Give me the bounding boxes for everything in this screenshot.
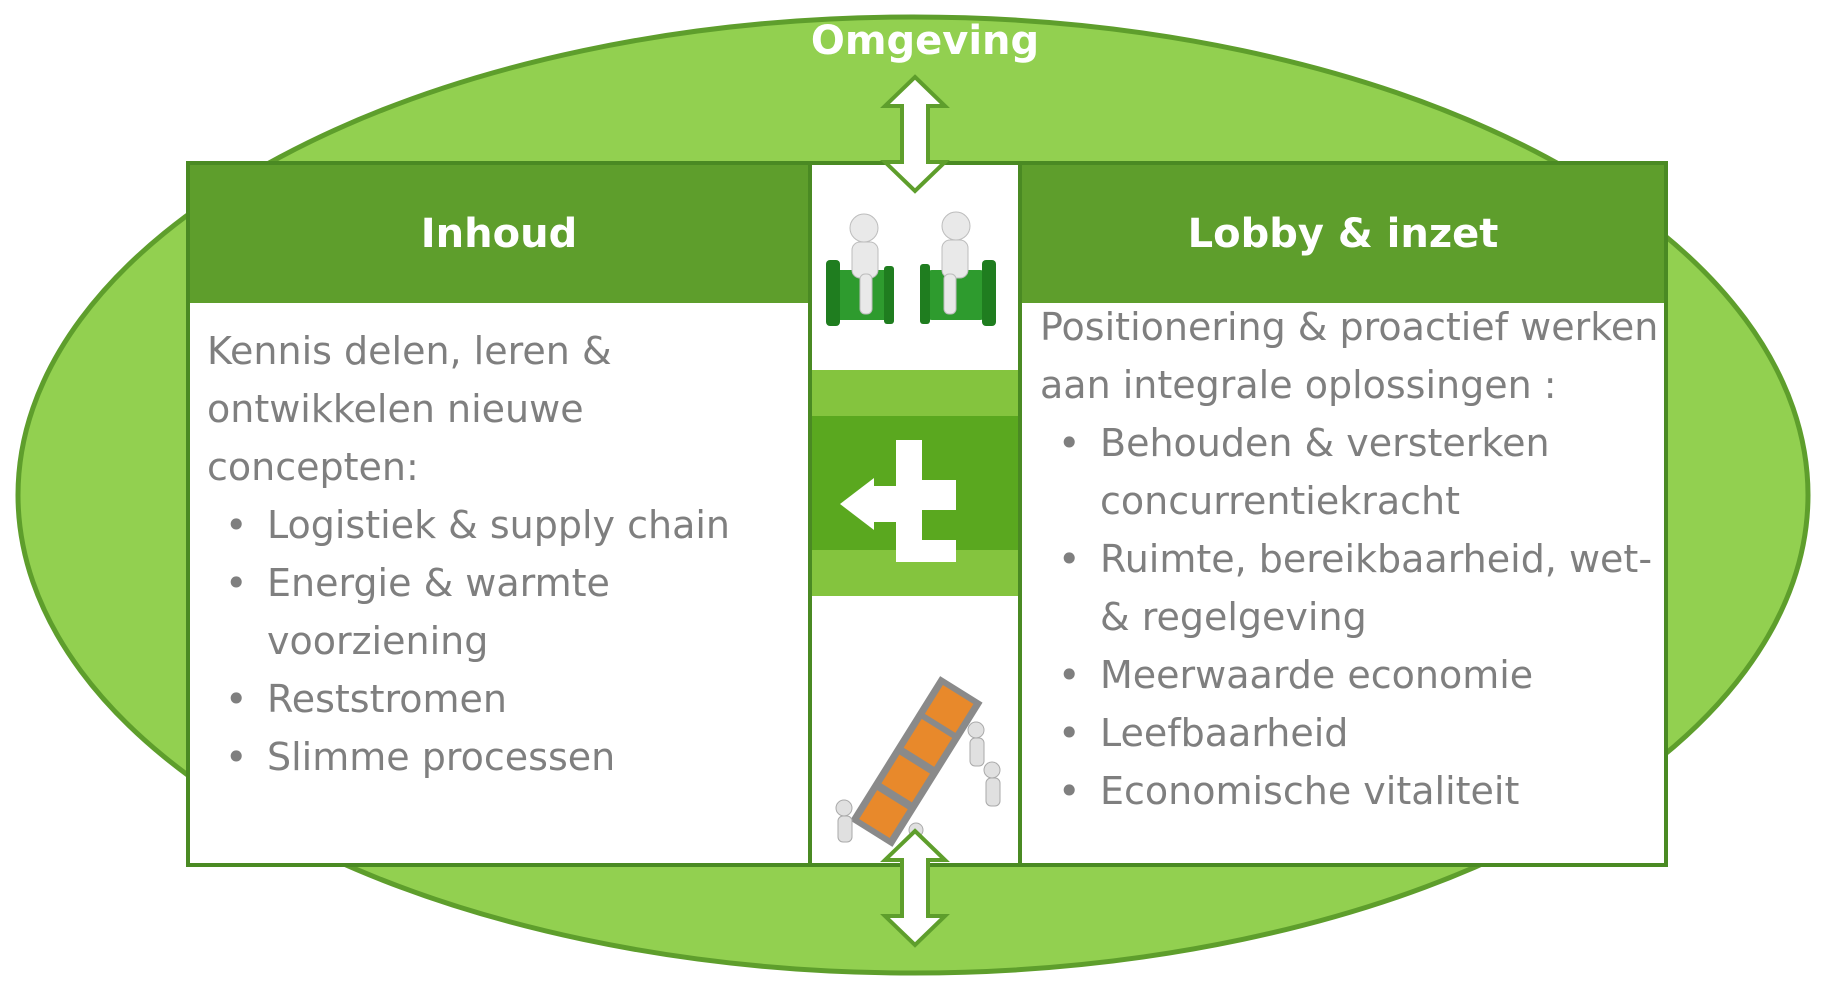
- list-item: •Meerwaarde economie: [1040, 646, 1660, 704]
- list-item: •Reststromen: [207, 670, 787, 728]
- environment-label: Omgeving: [810, 18, 1040, 64]
- bottom-double-arrow: [880, 828, 950, 948]
- left-panel-list: •Logistiek & supply chain •Energie & war…: [207, 496, 787, 786]
- right-panel-body: Positionering & proactief werken aan int…: [1040, 298, 1660, 820]
- bullet-icon: •: [225, 561, 248, 605]
- left-divider: [808, 165, 812, 863]
- bullet-icon: •: [1058, 653, 1081, 697]
- right-panel-list: •Behouden & versterken concurrentiekrach…: [1040, 414, 1660, 820]
- list-item: •Economische vitaliteit: [1040, 762, 1660, 820]
- list-item: •Energie & warmte voorziening: [207, 554, 787, 670]
- right-panel-title: Lobby & inzet: [1022, 165, 1664, 303]
- bullet-icon: •: [225, 503, 248, 547]
- bullet-icon: •: [1058, 537, 1081, 581]
- left-panel-intro: Kennis delen, leren & ontwikkelen nieuwe…: [207, 329, 612, 489]
- list-item: •Behouden & versterken concurrentiekrach…: [1040, 414, 1660, 530]
- list-item: •Logistiek & supply chain: [207, 496, 787, 554]
- right-panel-intro: Positionering & proactief werken aan int…: [1040, 305, 1659, 407]
- left-panel-body: Kennis delen, leren & ontwikkelen nieuwe…: [207, 322, 787, 786]
- top-double-arrow: [880, 74, 950, 194]
- list-item: •Leefbaarheid: [1040, 704, 1660, 762]
- team-lifting-image: [835, 676, 1001, 847]
- people-talking-image: [826, 211, 996, 326]
- list-item: •Slimme processen: [207, 728, 787, 786]
- bullet-icon: •: [1058, 421, 1081, 465]
- left-panel-title: Inhoud: [190, 165, 808, 303]
- bullet-icon: •: [1058, 769, 1081, 813]
- list-item: •Ruimte, bereikbaarheid, wet- & regelgev…: [1040, 530, 1660, 646]
- right-divider: [1018, 165, 1022, 863]
- bullet-icon: •: [225, 735, 248, 779]
- green-logo-image: [812, 370, 1018, 596]
- bullet-icon: •: [225, 677, 248, 721]
- bullet-icon: •: [1058, 711, 1081, 755]
